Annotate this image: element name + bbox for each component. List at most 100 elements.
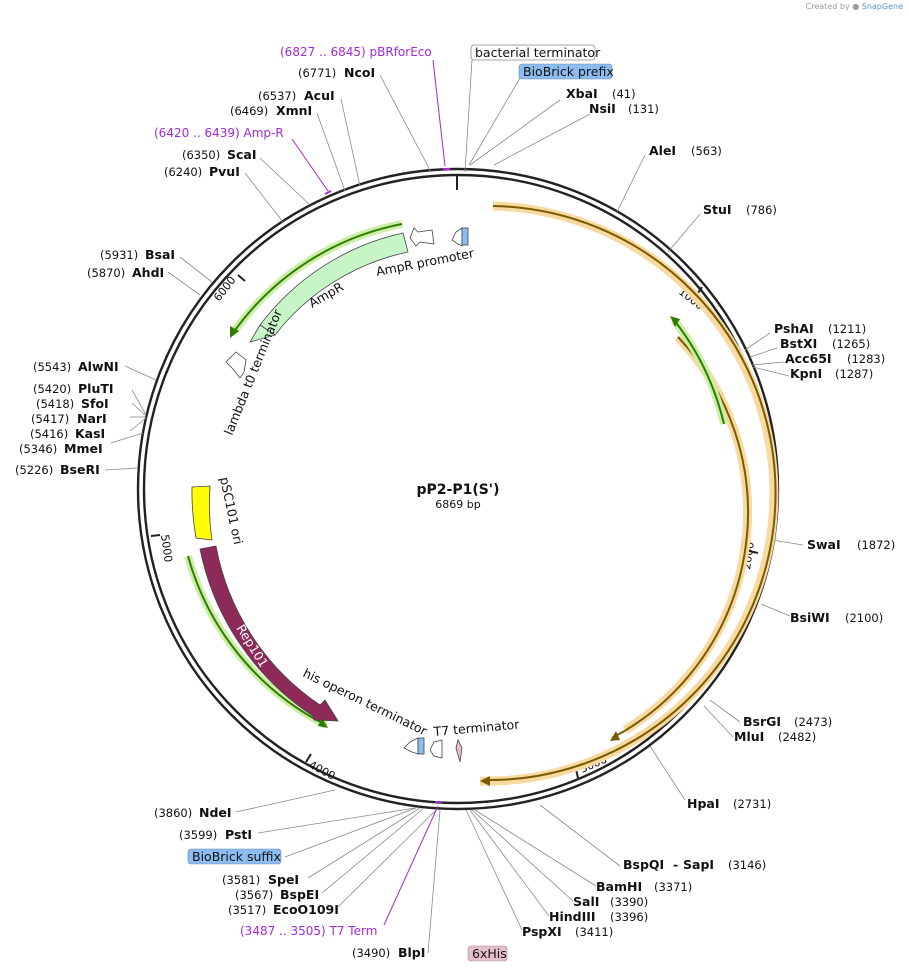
enzyme-hindiii-position: (3396) [610, 910, 648, 924]
green-feature-left-arc [232, 223, 403, 334]
enzyme-ecoo109i-position: (3517) [228, 903, 266, 917]
enzyme-sali-position: (3390) [610, 895, 648, 909]
enzyme-spei-position: (3581) [222, 873, 260, 887]
enzyme-bsrgi-position: (2473) [794, 715, 832, 729]
enzyme-pvui-position: (6240) [164, 165, 202, 179]
enzyme-mlui: MluI [734, 729, 764, 744]
enzyme-sfoi: SfoI [81, 396, 109, 411]
enzyme-separator: - [673, 857, 678, 872]
enzyme-spei: SpeI [268, 872, 299, 887]
enzyme-sapi: SapI [683, 857, 714, 872]
snapgene-credit: Created by ● SnapGene [806, 2, 903, 11]
enzyme-bspei: BspEI [280, 887, 319, 902]
enzyme-swai-position: (1872) [857, 538, 895, 552]
bacterial-terminator-label-box [470, 44, 596, 61]
enzyme-stui-position: (786) [746, 203, 777, 217]
his-operon-terminator-label: his operon terminator [301, 665, 431, 738]
enzyme-pspxi: PspXI [522, 924, 562, 939]
enzyme-bsiwi: BsiWI [790, 610, 830, 625]
snapgene-logo-icon: ● [852, 2, 860, 11]
enzyme-ndei-position: (3860) [154, 806, 192, 820]
enzyme-xmni-position: (6469) [230, 104, 268, 118]
psc101-ori-feature [191, 485, 213, 541]
enzyme-kpni: KpnI [790, 366, 822, 381]
his6-feature [455, 738, 463, 763]
enzyme-mmei-position: (5346) [19, 442, 57, 456]
enzyme-bsrgi: BsrGI [743, 714, 781, 729]
amp-r-primer-label: (6420 .. 6439) Amp-R [154, 126, 284, 140]
enzyme-bspqi: BspQI [623, 857, 664, 872]
enzyme-pshai: PshAI [774, 321, 814, 336]
enzyme-pluti: PluTI [78, 381, 114, 396]
enzyme-nari-position: (5417) [31, 412, 69, 426]
enzyme-hpai: HpaI [687, 796, 720, 811]
lambda-t0-terminator-feature [225, 351, 247, 379]
rep101-feature [199, 545, 339, 722]
biobrick-suffix-feature [417, 737, 425, 755]
orange-feature-arrowhead [480, 776, 490, 786]
enzyme-psti: PstI [225, 827, 252, 842]
enzyme-swai: SwaI [807, 537, 841, 552]
enzyme-bspei-position: (3567) [235, 888, 273, 902]
enzyme-blpi-position: (3490) [352, 946, 390, 960]
enzyme-pvui: PvuI [209, 164, 240, 179]
enzyme-kpni-position: (1287) [835, 367, 873, 381]
enzyme-acc65i-position: (1283) [847, 352, 885, 366]
enzyme-bspqi-position: (3146) [728, 858, 766, 872]
credit-prefix: Created by [805, 2, 850, 11]
t7-term-primer-label: (3487 .. 3505) T7 Term [240, 924, 377, 938]
enzyme-bamhi-position: (3371) [654, 880, 692, 894]
enzyme-xbai-position: (41) [612, 87, 636, 101]
bacterial-terminator-label: bacterial terminator [475, 45, 601, 60]
biobrick-prefix-label-box [518, 63, 613, 80]
enzyme-kasi-position: (5416) [30, 427, 68, 441]
biobrick-prefix-label: BioBrick prefix [523, 64, 614, 79]
rep101-label: Rep101 [233, 622, 271, 670]
enzyme-bstxi: BstXI [780, 336, 817, 351]
pbrforeco-primer-label: (6827 .. 6845) pBRforEco [280, 45, 432, 59]
enzyme-ncoi-position: (6771) [298, 66, 336, 80]
enzyme-acui: AcuI [304, 88, 335, 103]
enzyme-psti-position: (3599) [179, 828, 217, 842]
enzyme-nsii-position: (131) [628, 102, 659, 116]
enzyme-alei: AleI [649, 143, 676, 158]
orange-feature-arc [483, 205, 777, 782]
enzyme-ecoo109i: EcoO109I [273, 902, 339, 917]
enzyme-acui-position: (6537) [258, 89, 296, 103]
enzyme-pluti-position: (5420) [33, 382, 71, 396]
enzyme-nsii: NsiI [589, 101, 616, 116]
enzyme-xbai: XbaI [566, 86, 598, 101]
bacterial-terminator-feature [451, 227, 463, 247]
t7-terminator-feature [429, 739, 443, 759]
enzyme-bamhi: BamHI [596, 879, 642, 894]
psc101-ori-label: pSC101 ori [217, 476, 246, 546]
enzyme-mmei: MmeI [64, 441, 103, 456]
ampr-promoter-feature [409, 227, 435, 247]
enzyme-bsai-position: (5931) [100, 248, 138, 262]
enzyme-ncoi: NcoI [344, 65, 375, 80]
enzyme-acc65i: Acc65I [785, 351, 832, 366]
orange-inner-feature-arc [611, 336, 749, 739]
enzyme-pspxi-position: (3411) [575, 925, 613, 939]
t7-terminator-label: T7 terminator [432, 716, 521, 739]
enzyme-ndei: NdeI [199, 805, 232, 820]
enzyme-bseri: BseRI [60, 462, 100, 477]
amp-r-primer-bar [324, 190, 332, 195]
enzyme-sali: SalI [573, 894, 599, 909]
enzyme-scai-position: (6350) [182, 148, 220, 162]
enzyme-bsai: BsaI [145, 247, 175, 262]
credit-brand: SnapGene [861, 2, 903, 11]
enzyme-bstxi-position: (1265) [832, 337, 870, 351]
enzyme-alwni-position: (5543) [33, 360, 71, 374]
biobrick-suffix-label: BioBrick suffix [192, 849, 281, 864]
tick-5000: 5000 [158, 534, 175, 564]
biobrick-prefix-feature [461, 227, 469, 246]
enzyme-ahdi: AhdI [132, 265, 164, 280]
lambda-t0-terminator-label: lambda t0 terminator [221, 306, 285, 437]
enzyme-scai: ScaI [227, 147, 257, 162]
enzyme-stui: StuI [703, 202, 732, 217]
enzyme-blpi: BlpI [398, 945, 425, 960]
plasmid-length: 6869 bp [435, 498, 480, 511]
enzyme-hpai-position: (2731) [733, 797, 771, 811]
biobrick-suffix-label-box [187, 848, 282, 865]
